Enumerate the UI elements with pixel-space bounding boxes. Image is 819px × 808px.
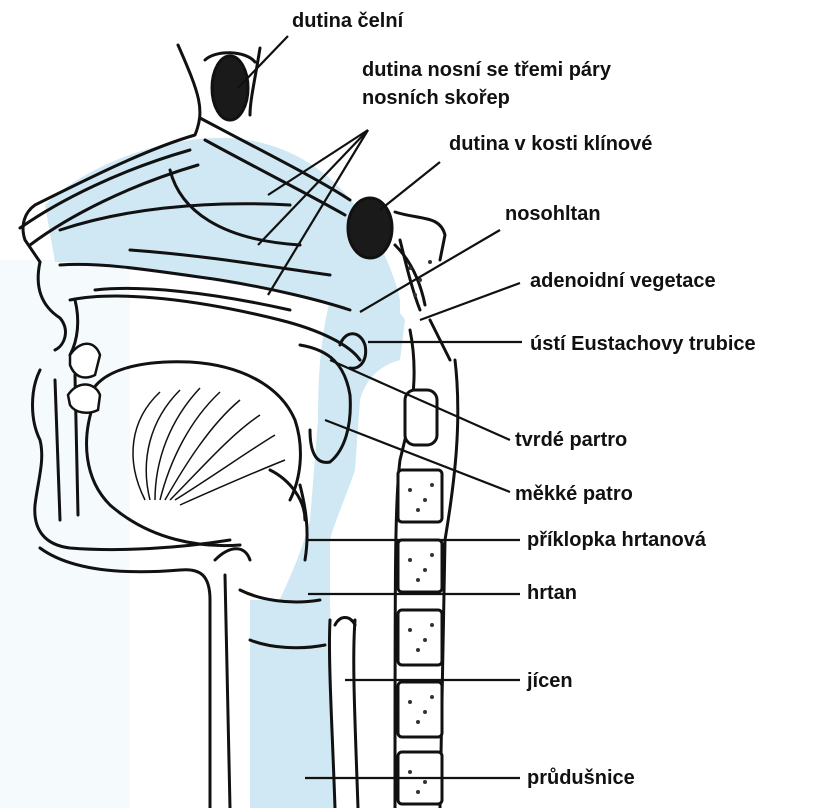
- label-adenoids: adenoidní vegetace: [530, 270, 716, 292]
- label-nasal-cavity-line2: nosních skořep: [362, 87, 510, 109]
- label-sphenoid-sinus: dutina v kosti klínové: [449, 133, 652, 155]
- label-frontal-sinus: dutina čelní: [292, 10, 405, 32]
- label-epiglottis: příklopka hrtanová: [527, 529, 707, 551]
- label-nasal-cavity-line1: dutina nosní se třemi páry: [362, 59, 612, 81]
- label-hard-palate: tvrdé partro: [515, 429, 627, 451]
- background-wash: [0, 260, 130, 808]
- label-trachea: průdušnice: [527, 767, 635, 789]
- frontal-sinus-shape: [212, 56, 248, 120]
- label-esophagus: jícen: [526, 670, 573, 692]
- label-larynx: hrtan: [527, 582, 577, 604]
- label-eustachian-opening: ústí Eustachovy trubice: [530, 333, 756, 355]
- label-soft-palate: měkké patro: [515, 483, 633, 505]
- label-nasopharynx: nosohltan: [505, 203, 601, 225]
